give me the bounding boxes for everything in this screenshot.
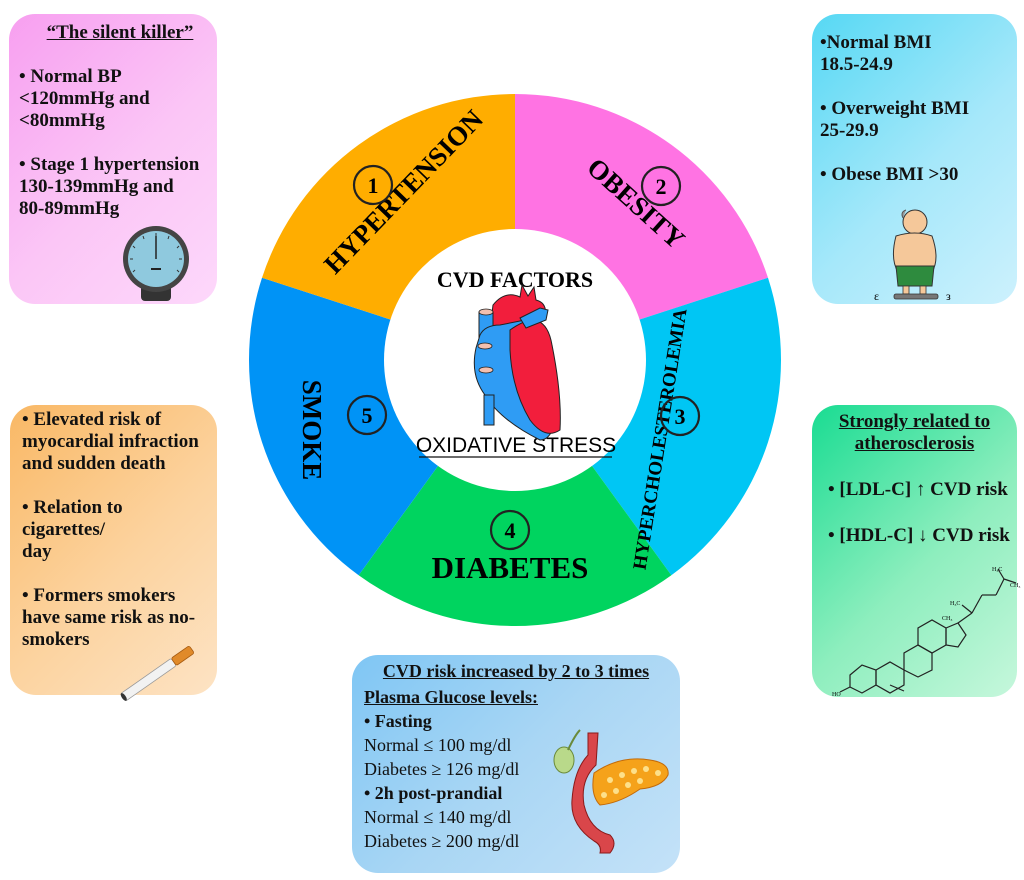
obe-bullet-2-line-1: • Overweight BMI (820, 98, 970, 119)
segment-number-2: 2 (640, 165, 682, 207)
chol-title-line-2: atherosclerosis (854, 433, 975, 454)
ring-segment-diabetes (248, 277, 439, 576)
center-subtitle: OXIDATIVE STRESS (416, 434, 616, 457)
smk-bullet-2-line-2: day (22, 541, 52, 562)
number-1-text: 1 (368, 173, 379, 198)
obesity-info-card: •Normal BMI 18.5-24.9 • Overweight BMI 2… (812, 14, 1017, 304)
smk-bullet-3-line-1: • Formers smokers (22, 585, 176, 606)
obe-bullet-3-line-1: • Obese BMI >30 (820, 164, 959, 185)
htn-bullet-1-line-1: • Normal BP (19, 66, 122, 87)
smk-bullet-2-line-1: • Relation to cigarettes/ (22, 497, 123, 540)
fasting-normal: Normal ≤ 100 mg/dl (364, 735, 512, 755)
svg-text:CH₃: CH₃ (1010, 583, 1020, 589)
center-title: CVD FACTORS (437, 267, 593, 292)
number-4-text: 4 (505, 518, 516, 543)
ring-segment-obesity (591, 277, 781, 576)
postprandial-bullet: • 2h post-prandial (364, 783, 503, 803)
segment-number-3: 3 (659, 395, 701, 437)
smk-bullet-1-line-2: myocardial infraction (22, 431, 199, 452)
smk-bullet-1-line-3: and sudden death (22, 453, 166, 474)
man-on-scale-icon: ε з (874, 209, 951, 303)
htn-bullet-2-line-2: 130-139mmHg and (19, 176, 174, 197)
chol-bullet-ldl: • [LDL-C] ↑ CVD risk (828, 479, 1008, 500)
number-3-text: 3 (675, 404, 686, 429)
smk-bullet-1-line-1: • Elevated risk of (22, 409, 162, 430)
pancreas-icon (553, 729, 669, 854)
ring-segment-hypercholesterolemia (358, 465, 672, 627)
blood-pressure-gauge-icon (123, 226, 189, 301)
svg-text:H₃C: H₃C (992, 567, 1002, 573)
diabetes-card-subtitle: Plasma Glucose levels: (364, 687, 538, 707)
heart-icon (473, 283, 561, 441)
cigarette-icon (120, 646, 194, 701)
htn-bullet-2-line-1: • Stage 1 hypertension (19, 154, 200, 175)
svg-text:з: з (946, 289, 951, 303)
smk-bullet-3-line-2: have same risk as no- (22, 607, 196, 628)
hypercholesterolemia-info-card: Strongly related to atherosclerosis • [L… (812, 405, 1020, 698)
number-2-text: 2 (656, 174, 667, 199)
ring-segment-smoke (262, 94, 515, 320)
diabetes-info-card: CVD risk increased by 2 to 3 times Plasm… (352, 655, 680, 873)
segment-number-4: 4 (489, 509, 531, 551)
svg-text:CH₃: CH₃ (942, 616, 952, 622)
diabetes-card-title: CVD risk increased by 2 to 3 times (382, 661, 650, 681)
hypertension-card-title: “The silent killer” (46, 22, 194, 43)
number-5-text: 5 (362, 403, 373, 428)
postprandial-normal: Normal ≤ 140 mg/dl (364, 807, 512, 827)
postprandial-diabetes: Diabetes ≥ 200 mg/dl (364, 831, 520, 851)
htn-bullet-1-line-2: <120mmHg and (19, 88, 150, 109)
segment-number-1: 1 (352, 164, 394, 206)
fasting-bullet: • Fasting (364, 711, 432, 731)
smk-bullet-3-line-3: smokers (22, 629, 90, 650)
hypertension-info-card: “The silent killer” • Normal BP <120mmHg… (9, 14, 217, 304)
segment-label-smoke: SMOKE (297, 380, 327, 481)
obe-bullet-1-line-2: 18.5-24.9 (820, 54, 893, 75)
htn-bullet-1-line-3: <80mmHg (19, 110, 105, 131)
obe-bullet-1-line-1: •Normal BMI (820, 32, 932, 53)
chol-title-line-1: Strongly related to (838, 411, 991, 432)
htn-bullet-2-line-3: 80-89mmHg (19, 198, 120, 219)
svg-text:HO: HO (832, 692, 841, 698)
obe-bullet-2-line-2: 25-29.9 (820, 120, 879, 141)
ring-segment-hypertension (515, 94, 768, 320)
fasting-diabetes: Diabetes ≥ 126 mg/dl (364, 759, 520, 779)
svg-text:ε: ε (874, 289, 879, 303)
svg-text:H₃C: H₃C (950, 601, 960, 607)
segment-number-5: 5 (346, 394, 388, 436)
smoke-info-card: • Elevated risk of myocardial infraction… (10, 405, 217, 695)
cholesterol-molecule-icon: HO H₃C CH₃ H₃C CH₃ (832, 567, 1020, 698)
chol-bullet-hdl: • [HDL-C] ↓ CVD risk (828, 525, 1010, 546)
segment-label-diabetes: DIABETES (432, 550, 589, 585)
